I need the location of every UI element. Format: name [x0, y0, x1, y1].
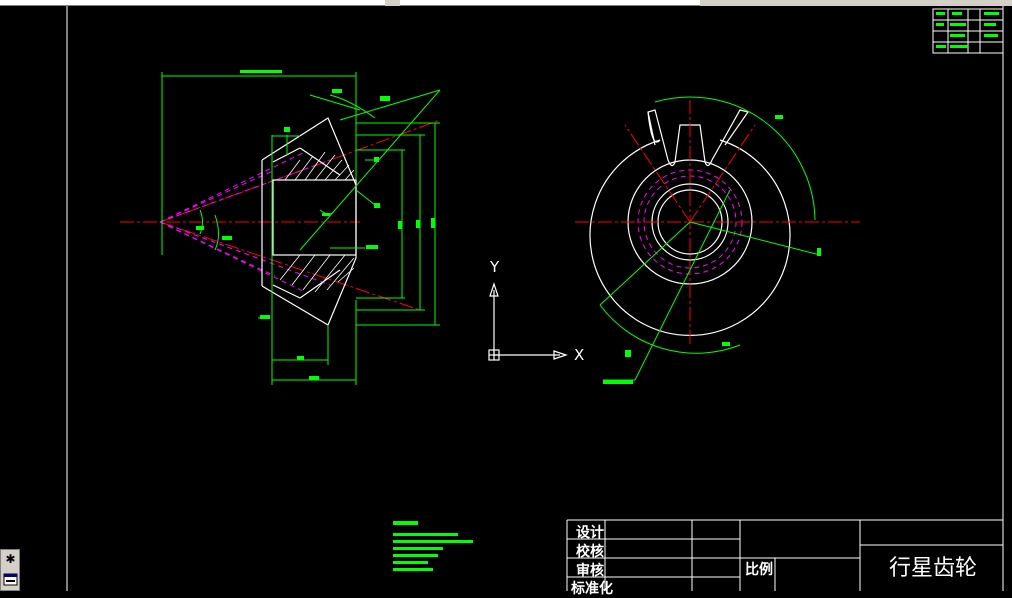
section-hatch: [279, 151, 355, 293]
ucs-y-label: Y: [490, 258, 500, 276]
technical-notes: [393, 521, 473, 571]
row-check: 校核: [576, 544, 604, 560]
top-toolbar-strip[interactable]: [0, 0, 1012, 6]
gear-front-view: [575, 96, 860, 384]
part-name: 行星齿轮: [888, 556, 977, 581]
cad-drawing-canvas[interactable]: [0, 6, 1012, 591]
drawing-frame: [66, 6, 1004, 591]
ucs-x-label: X: [574, 346, 585, 364]
ucs-icon: [488, 282, 568, 361]
row-design: 设计: [576, 525, 604, 541]
asterisk-icon[interactable]: ✱: [5, 552, 16, 566]
toolbar-field-right[interactable]: [400, 0, 700, 6]
window-icon[interactable]: [3, 572, 18, 587]
scale-label: 比例: [745, 562, 773, 578]
revision-table: [932, 8, 1004, 54]
title-block-grid: [566, 519, 1003, 591]
row-standardization: 标准化: [571, 581, 613, 597]
gear-section-view: [120, 70, 441, 385]
row-review: 审核: [576, 563, 604, 579]
side-toolbar[interactable]: ✱: [0, 549, 20, 591]
toolbar-field-left[interactable]: [0, 0, 385, 6]
